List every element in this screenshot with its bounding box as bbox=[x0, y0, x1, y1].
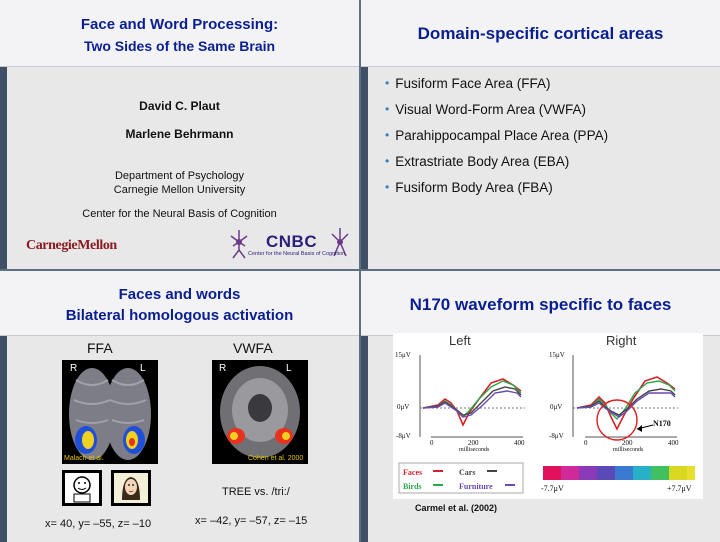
vwfa-brain-image bbox=[212, 360, 308, 464]
neuron-icon bbox=[331, 228, 349, 257]
color-scale-min: -7.7μV bbox=[541, 484, 564, 493]
bullet-item: • Fusiform Body Area (FBA) bbox=[385, 180, 553, 195]
slide-title-line2: Bilateral homologous activation bbox=[65, 307, 294, 324]
slide-n170[interactable]: N170 waveform specific to faces Left Rig… bbox=[361, 271, 720, 542]
x-tick-label: 0 bbox=[584, 439, 588, 447]
slide-faces-words[interactable]: Faces and words Bilateral homologous act… bbox=[0, 271, 359, 542]
bullet-text: Extrastriate Body Area (EBA) bbox=[395, 154, 570, 169]
left-hemisphere-label: Left bbox=[449, 333, 471, 348]
university-line: Carnegie Mellon University bbox=[113, 184, 246, 196]
ffa-label: FFA bbox=[87, 340, 113, 356]
y-axis-zero-label: 0μV bbox=[550, 403, 563, 411]
legend-faces: Faces bbox=[403, 468, 423, 477]
center-line: Center for the Neural Basis of Cognition bbox=[82, 208, 277, 220]
bullet-text: Fusiform Body Area (FBA) bbox=[395, 180, 553, 195]
bullet-text: Visual Word-Form Area (VWFA) bbox=[395, 102, 586, 117]
cmu-logo: CarnegieMellon bbox=[26, 238, 117, 253]
image-citation: Cohen et al. 2000 bbox=[248, 455, 304, 462]
bullet-text: Fusiform Face Area (FFA) bbox=[395, 76, 551, 91]
hemisphere-l-label: L bbox=[140, 363, 146, 374]
slide-accent-bar bbox=[0, 271, 7, 542]
slide-title: N170 waveform specific to faces bbox=[409, 295, 672, 314]
hemisphere-r-label: R bbox=[70, 363, 78, 374]
bullet-dot-icon: • bbox=[385, 76, 390, 90]
figure-citation: Carmel et al. (2002) bbox=[415, 503, 498, 513]
bullet-item: • Extrastriate Body Area (EBA) bbox=[385, 154, 569, 169]
ffa-coordinates: x= 40, y= –55, z= –10 bbox=[45, 518, 152, 530]
legend-furniture: Furniture bbox=[459, 482, 493, 491]
slide-accent-bar bbox=[361, 271, 368, 542]
y-axis-top-label: 15μV bbox=[395, 351, 411, 359]
author-name: Marlene Behrmann bbox=[125, 127, 234, 141]
slide-accent-bar bbox=[361, 0, 368, 269]
neuron-icon bbox=[230, 230, 248, 259]
bullet-item: • Parahippocampal Place Area (PPA) bbox=[385, 128, 608, 143]
bullet-item: • Visual Word-Form Area (VWFA) bbox=[385, 102, 586, 117]
bullet-dot-icon: • bbox=[385, 154, 390, 168]
right-hemisphere-label: Right bbox=[606, 333, 637, 348]
erp-waveform-plot bbox=[398, 355, 695, 494]
bullet-item: • Fusiform Face Area (FFA) bbox=[385, 76, 551, 91]
slide-header bbox=[361, 0, 720, 67]
x-tick-label: 400 bbox=[514, 439, 525, 447]
x-tick-label: 200 bbox=[468, 439, 479, 447]
y-axis-top-label: 15μV bbox=[549, 351, 565, 359]
x-tick-label: 200 bbox=[622, 439, 633, 447]
bullet-dot-icon: • bbox=[385, 102, 390, 116]
face-drawing-thumbnail bbox=[62, 470, 102, 506]
slide-header bbox=[0, 271, 359, 336]
slide-title[interactable]: Face and Word Processing: Two Sides of t… bbox=[0, 0, 359, 269]
bullet-dot-icon: • bbox=[385, 180, 390, 194]
y-axis-bottom-label: -8μV bbox=[549, 432, 564, 440]
legend-cars: Cars bbox=[459, 468, 476, 477]
cnbc-logo-subtitle: Center for the Neural Basis of Cognition bbox=[248, 251, 346, 257]
vwfa-label: VWFA bbox=[233, 340, 273, 356]
y-axis-zero-label: 0μV bbox=[397, 403, 410, 411]
color-scale-max: +7.7μV bbox=[667, 484, 692, 493]
slide-domain-areas[interactable]: Domain-specific cortical areas • Fusiform… bbox=[361, 0, 720, 269]
department-line: Department of Psychology bbox=[114, 170, 244, 182]
slide-title-line1: Faces and words bbox=[118, 286, 241, 303]
legend-birds: Birds bbox=[403, 482, 422, 491]
hemisphere-r-label: R bbox=[219, 363, 227, 374]
vwfa-coordinates: x= –42, y= –57, z= –15 bbox=[195, 515, 308, 527]
slide-title: Domain-specific cortical areas bbox=[417, 24, 664, 43]
word-contrast-text: TREE vs. /tri:/ bbox=[222, 486, 290, 498]
face-photo-thumbnail bbox=[111, 470, 151, 506]
slide-title-line2: Two Sides of the Same Brain bbox=[83, 38, 276, 54]
x-axis-unit: milliseconds bbox=[459, 447, 490, 453]
hemisphere-l-label: L bbox=[286, 363, 292, 374]
ffa-brain-image bbox=[62, 360, 158, 464]
cnbc-logo: CNBC bbox=[266, 232, 318, 251]
bullet-text: Parahippocampal Place Area (PPA) bbox=[395, 128, 609, 143]
slide-title-line1: Face and Word Processing: bbox=[80, 16, 279, 33]
slide-accent-bar bbox=[0, 0, 7, 269]
slide-header bbox=[0, 0, 359, 67]
image-citation: Malach et al. bbox=[64, 455, 104, 462]
bullet-dot-icon: • bbox=[385, 128, 390, 142]
x-tick-label: 400 bbox=[668, 439, 679, 447]
x-tick-label: 0 bbox=[430, 439, 434, 447]
x-axis-unit: milliseconds bbox=[613, 447, 644, 453]
y-axis-bottom-label: -8μV bbox=[396, 432, 411, 440]
n170-label: N170 bbox=[653, 419, 671, 428]
author-name: David C. Plaut bbox=[139, 99, 220, 113]
